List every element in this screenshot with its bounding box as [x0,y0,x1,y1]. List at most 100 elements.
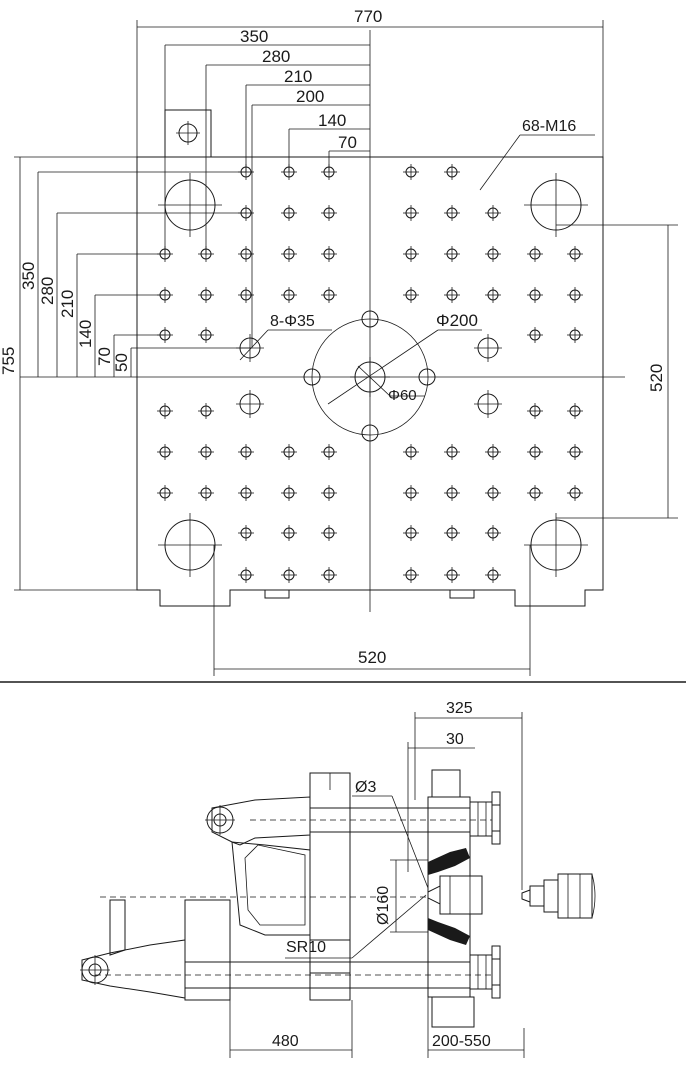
bolt-hole [485,287,501,303]
bolt-hole [321,444,337,460]
bolt-hole [403,164,419,180]
dim-30-label: 30 [446,731,464,748]
dim-480-label: 480 [272,1033,299,1050]
bolt-hole [403,246,419,262]
dim-v-70: 70 [95,347,114,366]
bolt-hole [238,525,254,541]
dim-v-210: 210 [58,290,77,318]
dim-v-280: 280 [38,277,57,305]
bolt-hole [157,403,173,419]
dim-v-350: 350 [19,262,38,290]
phi160-label: Ø160 [375,886,392,925]
bolt-hole [444,485,460,501]
bolt-hole [238,567,254,583]
lower-nut [469,945,501,999]
tie-bar-hole [158,513,222,577]
lower-toggle-arm [81,939,186,999]
vertical-dims [37,171,252,377]
nozzle-body [439,875,483,915]
tie-bar-hole [158,173,222,237]
bolt-hole [527,403,543,419]
bolt-hole [485,567,501,583]
bolt-hole [321,567,337,583]
bolt-hole [485,485,501,501]
bolt-hole [527,485,543,501]
phi35-hole [474,334,502,362]
bolt-hole [238,287,254,303]
bolt-hole [444,444,460,460]
bolt-hole [281,485,297,501]
dim-h-210: 210 [284,67,312,86]
dim-v-50: 50 [112,353,131,372]
bolt-hole [198,327,214,343]
bolt-hole [321,525,337,541]
bolt-hole [485,444,501,460]
bolt-hole [157,444,173,460]
bolt-hole [238,485,254,501]
bolt-hole [321,205,337,221]
dim-h-140: 140 [318,111,346,130]
injection-unit [521,873,596,919]
crosshead-inner [244,844,306,926]
bracket-hole [176,121,200,145]
bolt-hole [403,444,419,460]
bolt-hole [198,444,214,460]
dim-h-200: 200 [296,87,324,106]
bolt-hole [157,485,173,501]
phi200-label: Φ200 [436,311,478,330]
side-view: 325 30 [80,700,596,1058]
bolt-hole [403,287,419,303]
m16-leader [479,134,521,191]
phi200-leader [327,329,439,405]
bolt-hole [403,485,419,501]
dim-325-label: 325 [446,700,473,717]
bolt-hole [444,246,460,262]
bolt-hole [281,444,297,460]
tie-bar-hole [524,173,588,237]
dim-h-280: 280 [262,47,290,66]
bolt-hole [238,246,254,262]
m16-label: 68-M16 [522,118,576,135]
bolt-hole [238,444,254,460]
sr10-leader [351,894,427,959]
bolt-hole [444,205,460,221]
bolt-hole [527,246,543,262]
platen-top-view: Φ200 Φ60 8-Φ35 68-M16 770 350 280 210 20… [0,7,678,676]
phi3-label: Ø3 [355,779,376,796]
sr10-label: SR10 [286,939,326,956]
locating-ring-circle [311,318,429,436]
bolt-hole [198,287,214,303]
bolt-hole [567,485,583,501]
dim-770-label: 770 [354,7,382,26]
bolt-hole [567,403,583,419]
dim-h-350: 350 [240,27,268,46]
phi35-hole [236,390,264,418]
bolt-hole [321,287,337,303]
bolt-hole [403,205,419,221]
horizontal-dims [164,44,370,348]
bolt-hole [444,164,460,180]
bolt-hole [485,205,501,221]
bolt-hole [321,485,337,501]
sprue-bushing-lower [428,918,470,945]
bolt-hole [527,327,543,343]
bolt-hole [281,525,297,541]
lower-pivot [80,955,110,985]
dim-h-70: 70 [338,133,357,152]
dim-200-550-label: 200-550 [432,1033,491,1050]
bolt-hole [198,403,214,419]
fixed-platen-bottom [431,996,475,1028]
bolt-hole [527,287,543,303]
upper-nut [469,791,501,845]
bolt-hole [567,246,583,262]
phi60-leader [357,365,391,397]
phi60-label: Φ60 [388,387,417,404]
bolt-hole [567,444,583,460]
upper-toggle-arm [211,796,311,846]
moving-platen-lower [309,939,351,1001]
bolt-hole [485,246,501,262]
ring-small-holes [303,310,436,442]
phi3-leader [391,795,429,889]
phi35-leader [239,329,269,361]
